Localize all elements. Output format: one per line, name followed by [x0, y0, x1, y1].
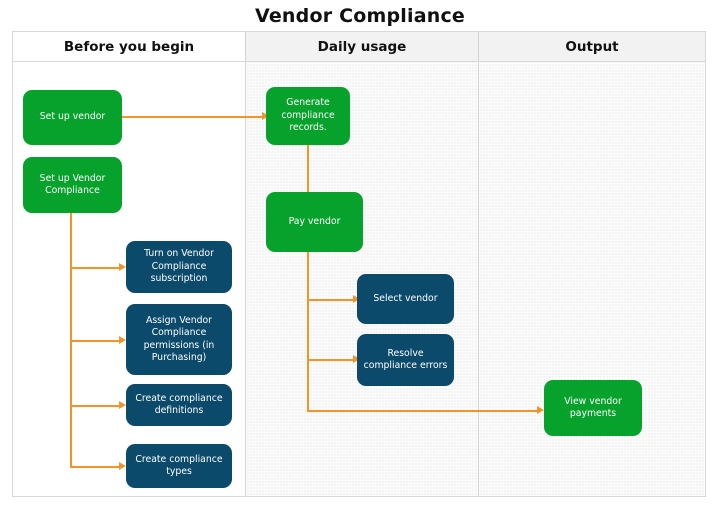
arrowhead-resolve-errors	[353, 355, 360, 363]
arrowhead-select-vendor	[353, 295, 360, 303]
flowchart-diagram: Before you begin Daily usage Output Set …	[12, 31, 706, 497]
arrowhead-generate-records	[262, 112, 269, 120]
node-assign-vendor-compliance-permissions[interactable]: Assign Vendor Compliance permissions (in…	[126, 304, 232, 375]
node-label: Create compliance definitions	[135, 392, 223, 416]
node-label: Assign Vendor Compliance permissions (in…	[143, 314, 215, 363]
connector-branch-turn-on-subscription	[70, 267, 122, 269]
arrowhead-create-types	[119, 462, 126, 470]
node-label: Select vendor	[373, 292, 438, 304]
arrowhead-assign-permissions	[119, 336, 126, 344]
node-label: Resolve compliance errors	[363, 347, 448, 371]
arrowhead-turn-on-subscription	[119, 263, 126, 271]
node-select-vendor[interactable]: Select vendor	[357, 274, 454, 324]
lane-header-daily-usage: Daily usage	[245, 32, 478, 62]
node-pay-vendor[interactable]: Pay vendor	[266, 192, 363, 252]
node-label: Set up vendor	[39, 111, 106, 123]
page-title: Vendor Compliance	[254, 5, 466, 27]
node-set-up-vendor[interactable]: Set up vendor	[23, 90, 122, 145]
node-label: Create compliance types	[135, 453, 223, 477]
node-view-vendor-payments[interactable]: View vendor payments	[544, 380, 642, 436]
arrowhead-view-payments	[537, 406, 544, 414]
connector-generate-records-to-pay-vendor	[307, 145, 309, 223]
node-label: Pay vendor	[288, 215, 341, 227]
arrowhead-create-definitions	[119, 401, 126, 409]
connector-branch-select-vendor	[307, 299, 356, 301]
connector-branch-create-definitions	[70, 405, 122, 407]
node-resolve-compliance-errors[interactable]: Resolve compliance errors	[357, 334, 454, 386]
connector-branch-resolve-errors	[307, 359, 356, 361]
lane-header-output: Output	[478, 32, 705, 62]
connector-branch-create-types	[70, 466, 122, 468]
connector-branch-assign-permissions	[70, 340, 122, 342]
node-generate-compliance-records[interactable]: Generate compliance records.	[266, 87, 350, 145]
node-label: View vendor payments	[564, 395, 622, 419]
node-label: Set up Vendor Compliance	[39, 172, 106, 196]
node-label: Generate compliance records.	[281, 97, 335, 134]
node-label: Turn on Vendor Compliance subscription	[144, 248, 214, 285]
node-set-up-vendor-compliance[interactable]: Set up Vendor Compliance	[23, 157, 122, 213]
connector-trunk-pay-vendor	[307, 252, 309, 412]
node-create-compliance-types[interactable]: Create compliance types	[126, 444, 232, 488]
node-create-compliance-definitions[interactable]: Create compliance definitions	[126, 384, 232, 426]
node-turn-on-vendor-compliance-subscription[interactable]: Turn on Vendor Compliance subscription	[126, 241, 232, 293]
connector-setup-vendor-to-generate-records	[122, 116, 265, 118]
lane-header-before-you-begin: Before you begin	[13, 32, 245, 62]
connector-branch-view-payments	[307, 410, 540, 412]
